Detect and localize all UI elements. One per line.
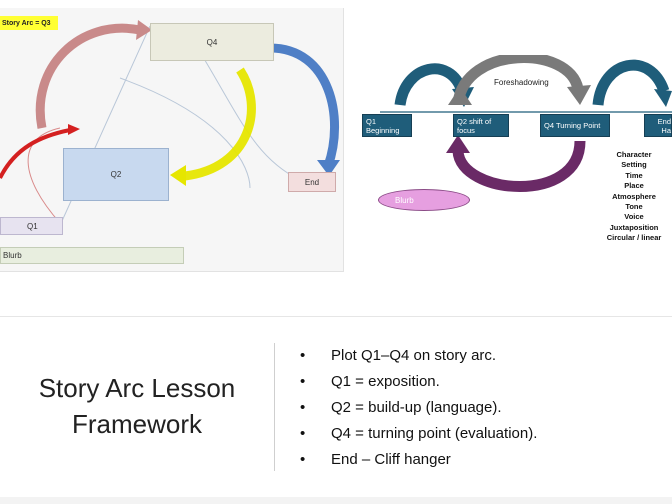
arc-q1-q2 <box>394 63 468 107</box>
slide-title: Story Arc Lesson Framework <box>22 370 252 442</box>
end-box: End <box>288 172 336 192</box>
foreshadowing-arc <box>452 55 584 105</box>
segment-q1-line2: Beginning <box>366 126 400 135</box>
story-arc-diagram-right <box>380 55 672 192</box>
segment-q4-line1: Q4 Turning Point <box>544 121 601 130</box>
bullet-item: • Q2 = build-up (language). <box>300 396 537 422</box>
return-arc-head <box>446 135 470 153</box>
arc-connectors <box>0 20 340 224</box>
bullet-dot-icon: • <box>300 373 306 390</box>
pink-arrowhead <box>136 20 152 40</box>
bullet-text: Q4 = turning point (evaluation). <box>331 425 538 442</box>
bullet-item: • Q1 = exposition. <box>300 370 537 396</box>
segment-q2-line2: focus <box>457 126 475 135</box>
segment-end-line2: Ha <box>661 126 671 135</box>
return-arc <box>452 140 586 192</box>
q4-box: Q4 <box>150 23 274 61</box>
segment-end-line1: End <box>657 117 671 126</box>
element-item: Juxtaposition <box>609 222 659 232</box>
arc-line-mid <box>119 77 251 189</box>
bullet-item: • End – Cliff hanger <box>300 448 537 474</box>
blue-arc-arrow <box>269 43 339 168</box>
vertical-divider <box>274 343 275 471</box>
yellow-arrowhead <box>170 165 186 186</box>
blurb-oval: Blurb <box>378 189 470 211</box>
arc-q4-end <box>592 59 670 106</box>
element-item: Setting <box>621 160 647 170</box>
bullet-item: • Q4 = turning point (evaluation). <box>300 422 537 448</box>
arc-line-red <box>27 127 61 224</box>
element-item: Circular / linear <box>606 233 662 243</box>
bullet-text: Q1 = exposition. <box>331 373 440 390</box>
bullet-text: Q2 = build-up (language). <box>331 399 502 416</box>
element-item: Place <box>624 181 644 191</box>
q2-box: Q2 <box>63 148 169 201</box>
element-item: Voice <box>624 212 644 222</box>
segment-q1-line1: Q1 <box>366 117 377 126</box>
segment-end: End Ha <box>644 114 672 137</box>
segment-q2-shift: Q2 shift of focus <box>453 114 509 137</box>
foreshadowing-tail-head <box>448 87 472 105</box>
segment-q4-turning-point: Q4 Turning Point <box>540 114 610 137</box>
red-arc-arrow <box>0 128 71 179</box>
segment-q1-beginning: Q1 Beginning <box>362 114 412 137</box>
blue-arrowhead <box>317 160 340 176</box>
yellow-arc-arrow <box>184 67 256 181</box>
element-item: Atmosphere <box>612 191 656 201</box>
foreshadowing-head <box>567 85 591 105</box>
bullet-dot-icon: • <box>300 451 306 468</box>
bullet-text: Plot Q1–Q4 on story arc. <box>331 347 497 364</box>
bullet-dot-icon: • <box>300 399 306 416</box>
q1-box: Q1 <box>0 217 63 235</box>
pink-arc-arrow <box>35 23 141 129</box>
bullet-item: • Plot Q1–Q4 on story arc. <box>300 344 537 370</box>
story-arc-tag: Story Arc = Q3 <box>0 16 58 30</box>
slide-bottom-edge <box>0 497 672 504</box>
bullet-dot-icon: • <box>300 347 306 364</box>
element-item: Time <box>625 170 643 180</box>
red-arrowhead <box>68 124 80 135</box>
element-item: Tone <box>625 202 643 212</box>
section-divider <box>0 316 672 317</box>
foreshadowing-label: Foreshadowing <box>494 78 549 87</box>
blurb-box: Blurb <box>0 247 184 264</box>
bullet-text: End – Cliff hanger <box>331 451 451 468</box>
arc-q4-end-head <box>654 89 672 107</box>
bullet-dot-icon: • <box>300 425 306 442</box>
segment-q2-line1: Q2 shift of <box>457 117 492 126</box>
story-elements-list: Character Setting Time Place Atmosphere … <box>596 150 672 244</box>
slide-title-line2: Framework <box>71 409 202 439</box>
story-arc-diagram-left: Story Arc = Q3 Q4 Q2 Q1 End Blurb <box>0 8 344 272</box>
bullet-list: • Plot Q1–Q4 on story arc. • Q1 = expositi… <box>300 344 537 474</box>
element-item: Character <box>616 150 652 159</box>
slide-title-line1: Story Arc Lesson <box>38 373 236 403</box>
